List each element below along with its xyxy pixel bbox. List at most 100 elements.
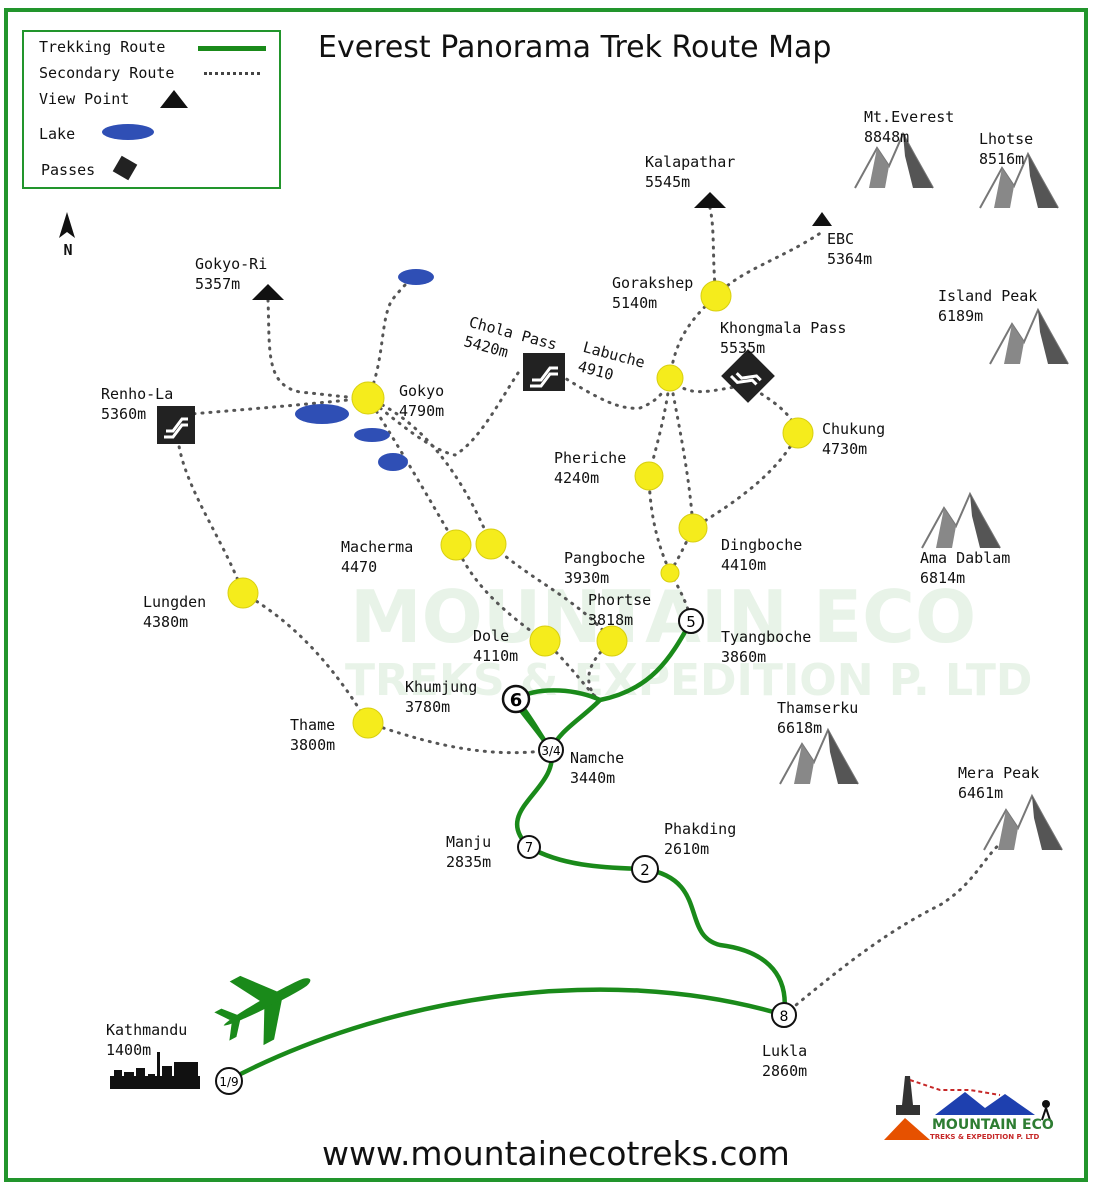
svg-text:5: 5	[686, 613, 696, 631]
stop-dot-macherma-2	[475, 528, 507, 560]
day-markers: 1/9 8 2 7 3/4 6 5	[215, 608, 797, 1095]
stop-dot-pangboche	[660, 563, 680, 583]
route-renho-gokyo	[176, 396, 370, 417]
viewpoint-icon	[694, 192, 726, 208]
peak-icons	[779, 133, 1069, 851]
route-gokyo-phortse	[366, 396, 614, 643]
logo-name: MOUNTAIN ECO	[932, 1117, 1054, 1133]
route-labuche-dingboche	[668, 376, 695, 530]
map-legend: Trekking Route Secondary Route View Poin…	[22, 30, 281, 189]
route-gokyo-lake	[366, 278, 412, 400]
legend-trekking-route: Trekking Route	[39, 38, 166, 56]
day-marker-kathmandu: 1/9	[215, 1067, 243, 1095]
svg-text:2: 2	[640, 861, 650, 879]
lakes	[295, 269, 434, 471]
svg-text:1/9: 1/9	[219, 1075, 238, 1089]
lake-icon	[378, 453, 408, 471]
legend-secondary-route: Secondary Route	[39, 64, 175, 82]
stop-dot-dole	[529, 625, 561, 657]
watermark-line2: TREKS & EXPEDITION P. LTD	[345, 655, 1033, 706]
svg-text:7: 7	[525, 841, 533, 856]
stop-dot-lungden	[227, 577, 259, 609]
stop-dot-macherma	[440, 529, 472, 561]
legend-passes: Passes	[41, 161, 96, 179]
mountain-icon	[921, 493, 1001, 549]
viewpoint-icon	[812, 212, 832, 226]
legend-viewpoint-icon	[160, 90, 188, 108]
stop-dot-thame	[352, 707, 384, 739]
legend-lake-icon	[102, 124, 154, 140]
lake-icon	[398, 269, 434, 285]
day-marker-namche: 3/4	[538, 737, 564, 763]
day-marker-tyangboche: 5	[678, 608, 704, 634]
legend-view-point: View Point	[39, 90, 130, 108]
svg-text:3/4: 3/4	[541, 744, 560, 758]
map-frame	[4, 8, 1088, 1182]
website-url[interactable]: www.mountainecotreks.com	[322, 1134, 790, 1173]
legend-trekking-line-icon	[198, 46, 266, 51]
mountain-icon	[779, 729, 859, 785]
lake-icon	[295, 404, 349, 424]
stop-dot-pheriche	[634, 461, 664, 491]
route-lungden-thame	[241, 591, 370, 725]
route-thame-namche	[366, 721, 553, 755]
route-pheriche-pangboche	[647, 474, 672, 574]
stops	[227, 280, 814, 739]
viewpoint-icon	[252, 284, 284, 300]
route-lukla-mera	[782, 833, 1014, 1017]
city-skyline-icon	[110, 1052, 200, 1089]
route-labuche-gorakshep	[668, 294, 718, 380]
route-labuche-pheriche	[647, 376, 672, 478]
route-gorakshep-ebc	[714, 230, 824, 298]
legend-pass-icon	[112, 155, 138, 181]
mountain-icon	[983, 795, 1063, 851]
svg-text:6: 6	[510, 690, 523, 711]
svg-text:8: 8	[780, 1009, 789, 1025]
day-marker-khumjung: 6	[501, 684, 531, 714]
stop-dot-dingboche	[678, 513, 708, 543]
north-label: N	[63, 241, 73, 259]
route-renho-lungden	[175, 413, 245, 595]
day-marker-lukla: 8	[771, 1002, 797, 1028]
north-arrow-icon	[59, 212, 75, 238]
pass-icon	[523, 353, 565, 391]
route-gokyo-macherma	[366, 396, 458, 547]
airplane-icon	[214, 975, 311, 1046]
stop-dot-phortse	[596, 625, 628, 657]
pass-icon	[157, 406, 195, 444]
page-title: Everest Panorama Trek Route Map	[318, 30, 832, 65]
route-chukung-dingboche	[691, 431, 800, 530]
route-gokyo-ri	[266, 298, 370, 400]
stop-dot-labuche	[656, 364, 684, 392]
stop-dot-gorakshep	[700, 280, 732, 312]
legend-lake: Lake	[39, 125, 76, 143]
day-marker-manju: 7	[517, 835, 541, 859]
watermark-line1: MOUNTAIN ECO	[350, 575, 977, 659]
company-logo	[884, 1076, 1051, 1140]
route-gokyo-chola	[366, 368, 522, 457]
